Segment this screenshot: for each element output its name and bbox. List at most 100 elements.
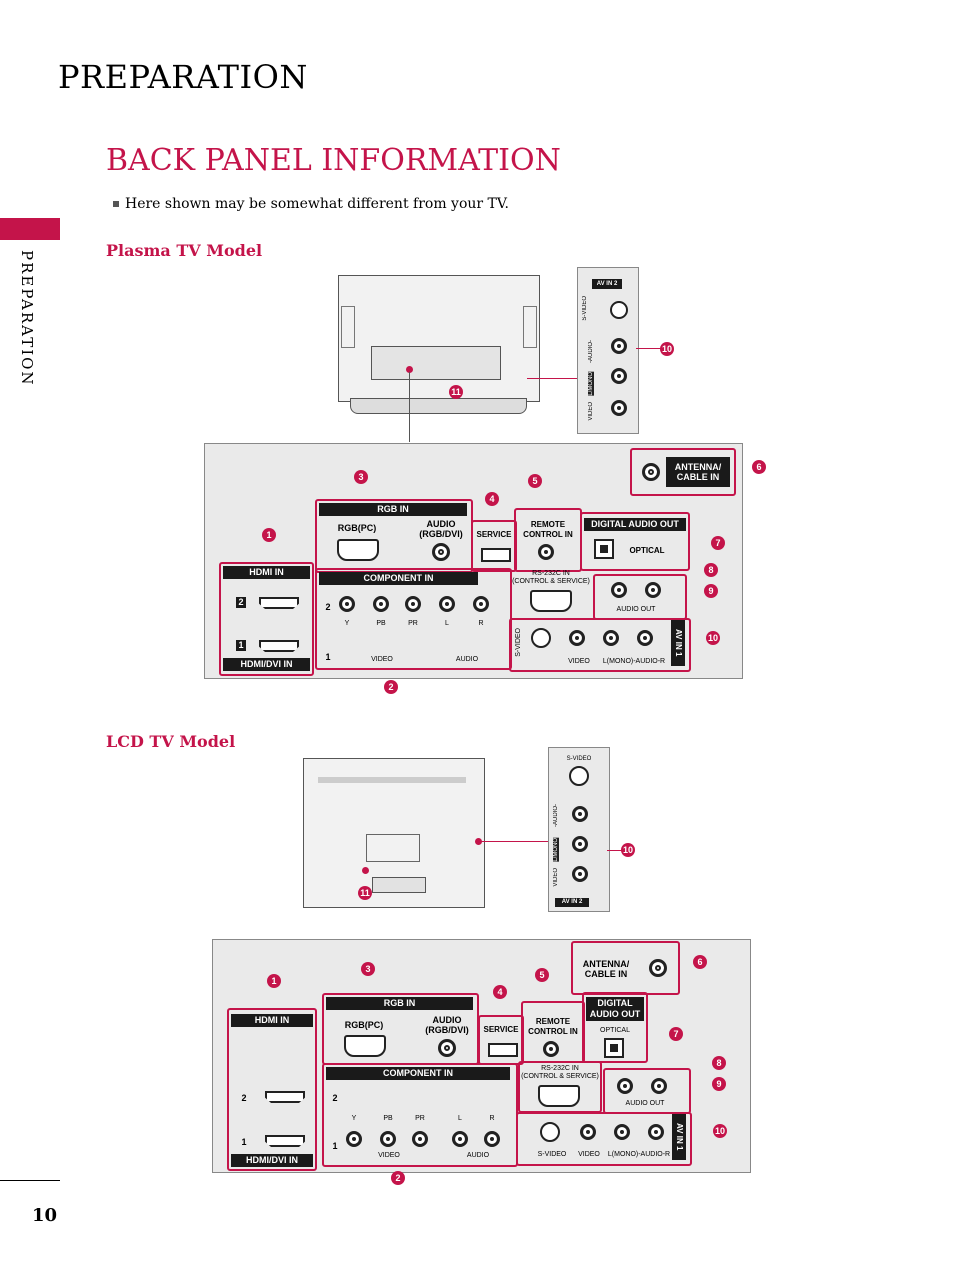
lcd-comp-video-label: VIDEO [378,1152,400,1159]
plasma-comp-video-label: VIDEO [371,656,393,663]
lcd-service-label: SERVICE [483,1025,519,1034]
lcd-av1-svideo-jack [540,1122,560,1142]
lcd-audioout-r-jack [651,1078,667,1094]
plasma-digital-title: DIGITAL AUDIO OUT [584,518,686,531]
lcd-callout-8: 8 [712,1056,726,1070]
lcd-rgb-group: RGB IN RGB(PC) AUDIO (RGB/DVI) [322,993,479,1065]
plasma-antenna-group: ANTENNA/ CABLE IN [630,448,736,496]
lcd-comp-r-label: R [489,1115,495,1122]
plasma-component-title: COMPONENT IN [319,572,478,585]
plasma-comp-pr-label: PR [408,620,418,627]
plasma-rgb-title: RGB IN [319,503,467,516]
lcd-hdmi-1-port[interactable] [265,1135,305,1147]
callout-10-av1: 10 [706,631,720,645]
plasma-av2-video-jack [611,400,627,416]
bullet-icon [113,201,119,207]
lcd-av2-audio-r-jack [572,806,588,822]
lcd-stand-pointer [362,867,369,874]
callout-3: 3 [354,470,368,484]
plasma-rgb-pc-port [337,539,379,561]
note-text: Here shown may be somewhat different fro… [125,196,509,212]
plasma-audioout-group: AUDIO OUT [593,574,687,620]
lcd-av2-video-label: VIDEO [553,868,559,887]
lcd-component-row1: 1 [332,1141,338,1151]
lcd-comp-l-jack [452,1131,468,1147]
lcd-mount [366,834,420,862]
callout-7: 7 [711,536,725,550]
callout-1: 1 [262,528,276,542]
lcd-antenna-jack [649,959,667,977]
plasma-av2-audio-r-jack [611,338,627,354]
plasma-av1-title: AV IN 1 [671,620,685,666]
lcd-audioout-group: AUDIO OUT [603,1068,691,1114]
page-number: 10 [32,1205,58,1226]
plasma-comp-audio-label: AUDIO [455,656,479,663]
plasma-component-row2: 2 [325,602,331,612]
lcd-callout-7: 7 [669,1027,683,1041]
lcd-av2-leader [481,841,551,842]
lcd-av2-svideo-label: S-VIDEO [566,756,592,762]
lcd-av1-audio-label: L(MONO)-AUDIO-R [607,1151,671,1158]
plasma-hdmi-1-port[interactable] [259,640,299,652]
plasma-section-title: Plasma TV Model [106,241,263,260]
plasma-rgb-pc-label: RGB(PC) [337,523,377,533]
lcd-component-group: COMPONENT IN 2 1 Y PB PR L R VIDEO AUDIO [322,1063,518,1167]
plasma-hdmi-bottom-label: HDMI/DVI IN [223,658,310,671]
side-tab-marker [0,218,60,240]
plasma-av2-leader [527,378,582,379]
lcd-comp-audio-label: AUDIO [466,1152,490,1159]
lcd-rs232-group: RS-232C IN (CONTROL & SERVICE) [518,1061,602,1113]
plasma-callout10a-line [636,348,661,349]
plasma-terminal-cover [371,346,501,380]
plasma-av1-audio-r-jack [637,630,653,646]
plasma-optical-port [594,539,614,559]
lcd-section-title: LCD TV Model [106,732,236,751]
plasma-av2-svideo-label: S-VIDEO [582,296,588,321]
plasma-av2-svideo-jack [610,301,628,319]
lcd-av2-title: AV IN 2 [555,898,589,907]
lcd-antenna-group: ANTENNA/ CABLE IN [571,941,680,995]
page-divider [0,1180,60,1181]
lcd-hdmi-title: HDMI IN [231,1014,313,1027]
lcd-rgb-pc-port [344,1035,386,1057]
lcd-callout-1: 1 [267,974,281,988]
lcd-av2-mono-label: L/MONO [553,838,559,862]
plasma-comp-l-jack [439,596,455,612]
lcd-av1-video-jack [580,1124,596,1140]
lcd-digital-title: DIGITAL AUDIO OUT [586,997,644,1021]
lcd-hdmi-2-port[interactable] [265,1091,305,1103]
plasma-remote-jack [538,544,554,560]
plasma-av1-svideo-label: S-VIDEO [515,628,522,657]
plasma-optical-label: OPTICAL [629,546,665,555]
lcd-callout-6: 6 [693,955,707,969]
plasma-side-grip-right [523,306,537,348]
callout-9: 9 [704,584,718,598]
plasma-rgb-audio-jack [432,543,450,561]
lcd-comp-pr-label: PR [415,1115,425,1122]
callout-8: 8 [704,563,718,577]
lcd-callout-5: 5 [535,968,549,982]
lcd-comp-pb-jack [380,1131,396,1147]
plasma-hdmi-2-port[interactable] [259,597,299,609]
plasma-av2-video-label: VIDEO [588,402,594,421]
lcd-callout-4: 4 [493,985,507,999]
lcd-av1-title: AV IN 1 [672,1114,686,1160]
lcd-av2-audio-label: -AUDIO- [553,804,559,827]
lcd-av1-svideo-label: S-VIDEO [537,1151,567,1158]
lcd-comp-y-label: Y [351,1115,357,1122]
lcd-comp-pr-jack [412,1131,428,1147]
plasma-service-group: SERVICE [471,520,517,572]
lcd-comp-r-jack [484,1131,500,1147]
lcd-antenna-label: ANTENNA/ CABLE IN [582,959,630,979]
lcd-digital-group: DIGITAL AUDIO OUT OPTICAL [582,992,648,1063]
lcd-rs232-port [538,1085,580,1107]
lcd-rgb-pc-label: RGB(PC) [344,1020,384,1030]
plasma-antenna-jack [642,463,660,481]
lcd-hdmi-bottom-label: HDMI/DVI IN [231,1154,313,1167]
lcd-callout-2: 2 [391,1171,405,1185]
plasma-hdmi-group: HDMI IN 2 1 HDMI/DVI IN [219,562,314,676]
plasma-service-port [481,548,511,562]
lcd-rgb-title: RGB IN [326,997,473,1010]
plasma-av1-svideo-jack [531,628,551,648]
lcd-hdmi-2-label: 2 [241,1093,247,1103]
